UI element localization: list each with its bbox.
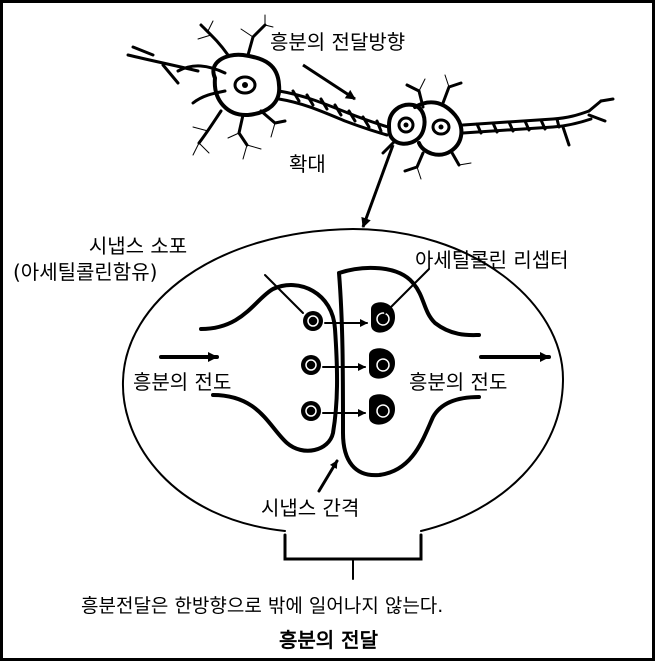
cleft-arrows	[323, 323, 367, 413]
conduction-right-label: 흥분의 전도	[409, 371, 507, 393]
bottom-bracket	[285, 535, 421, 559]
axon-beaded	[279, 91, 388, 135]
receptor-label: 아세틸콜린 리셉터	[415, 249, 569, 271]
conduction-left-label: 흥분의 전도	[133, 371, 231, 393]
transmission-direction-label: 흥분의 전달방향	[270, 31, 405, 53]
synaptic-vesicles	[301, 311, 323, 421]
vesicle-label-line1: 시냅스 소포	[43, 235, 233, 257]
figure-caption: 흥분의 전달	[279, 629, 378, 651]
axon-left-tail	[128, 47, 225, 103]
synapse-enlarged	[123, 229, 563, 579]
vesicle-label-line2: (아세틸콜린함유)	[13, 261, 157, 283]
synapse-diagram	[3, 3, 652, 658]
vesicle-leader	[265, 275, 303, 313]
receptors	[369, 302, 395, 424]
magnification-label: 확대	[289, 153, 326, 175]
axon-right	[463, 99, 613, 145]
cleft-arrow	[319, 461, 337, 491]
neuron-2	[383, 75, 471, 179]
direction-arrow	[303, 65, 355, 99]
one-way-note: 흥분전달은 한방향으로 밖에 일어나지 않는다.	[81, 595, 443, 617]
magnify-arrow	[363, 145, 393, 227]
synaptic-cleft-label: 시냅스 간격	[261, 497, 359, 519]
